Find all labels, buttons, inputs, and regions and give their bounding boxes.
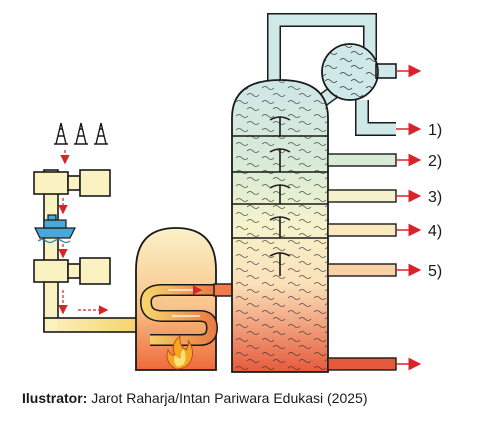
distillation-tower	[231, 79, 329, 373]
furnace	[135, 227, 234, 371]
crude-oil-pipeline	[33, 169, 151, 333]
fractional-distillation-diagram: 1) 2) 3) 4) 5)	[33, 13, 442, 373]
output-label-5: 5)	[428, 263, 442, 280]
output-label-3: 3)	[428, 189, 442, 206]
caption-text: Jarot Raharja/Intan Pariwara Edukasi (20…	[87, 390, 368, 406]
output-label-4: 4)	[428, 223, 442, 240]
output-arrows	[396, 64, 422, 371]
derrick-icon	[94, 122, 108, 145]
derrick-icon	[54, 122, 68, 145]
caption-label: Ilustrator:	[22, 390, 88, 406]
fraction-outlets	[327, 153, 397, 371]
output-label-2: 2)	[428, 153, 442, 170]
output-label-1: 1)	[428, 122, 442, 139]
oil-derrick-icons	[54, 122, 108, 145]
flow-arrows-left	[58, 198, 109, 315]
flame-icon	[166, 334, 194, 370]
derrick-icon	[74, 122, 88, 145]
tanker-ship-icon	[34, 214, 76, 244]
illustrator-caption: Ilustrator: Jarot Raharja/Intan Pariwara…	[22, 390, 368, 406]
